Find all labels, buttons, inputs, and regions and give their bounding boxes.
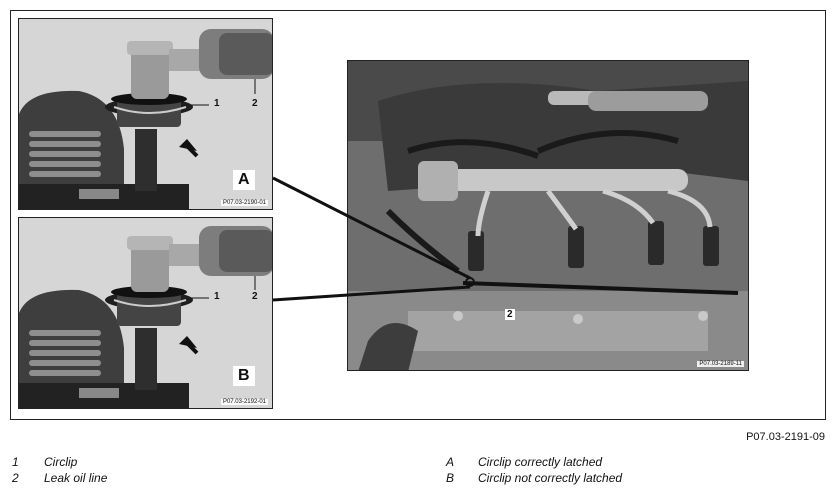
legend-key: 2 xyxy=(12,471,19,485)
panel-b-image-code: P07.03-2192-01 xyxy=(220,399,268,405)
legend-key: B xyxy=(446,471,455,485)
legend-item: 2 Leak oil line xyxy=(12,470,107,486)
panel-b-illustration xyxy=(19,218,272,408)
legend-item: B Circlip not correctly latched xyxy=(446,470,622,486)
panel-a-callout-2: 2 xyxy=(252,98,258,109)
photo-panel-a: 1 2 A P07.03-2190-01 xyxy=(18,18,273,210)
panel-a-callout-1: 1 xyxy=(214,98,220,109)
legend-text: Circlip xyxy=(44,455,78,469)
engine-callout-2: 2 xyxy=(505,309,515,320)
legend-key: A xyxy=(446,455,455,469)
panel-a-image-code: P07.03-2190-01 xyxy=(220,200,268,206)
panel-b-letter: B xyxy=(233,366,255,386)
photo-panel-b: 1 2 B P07.03-2192-01 xyxy=(18,217,273,409)
legend-right: A Circlip correctly latched B Circlip not … xyxy=(446,454,622,486)
legend-item: 1 Circlip xyxy=(12,454,107,470)
engine-illustration xyxy=(348,61,748,370)
panel-b-callout-2: 2 xyxy=(252,291,258,302)
legend-text: Circlip correctly latched xyxy=(478,455,603,469)
legend-text: Circlip not correctly latched xyxy=(478,471,623,485)
engine-image-code: P07.03-2189-11 xyxy=(697,361,744,367)
panel-a-illustration xyxy=(19,19,272,209)
figure-code: P07.03-2191-09 xyxy=(746,431,825,443)
engine-photo: 2 P07.03-2189-11 xyxy=(347,60,749,371)
panel-b-callout-1: 1 xyxy=(214,291,220,302)
legend-item: A Circlip correctly latched xyxy=(446,454,622,470)
panel-a-letter: A xyxy=(233,170,255,190)
legend-key: 1 xyxy=(12,455,19,469)
legend-left: 1 Circlip 2 Leak oil line xyxy=(12,454,107,486)
legend-text: Leak oil line xyxy=(44,471,108,485)
